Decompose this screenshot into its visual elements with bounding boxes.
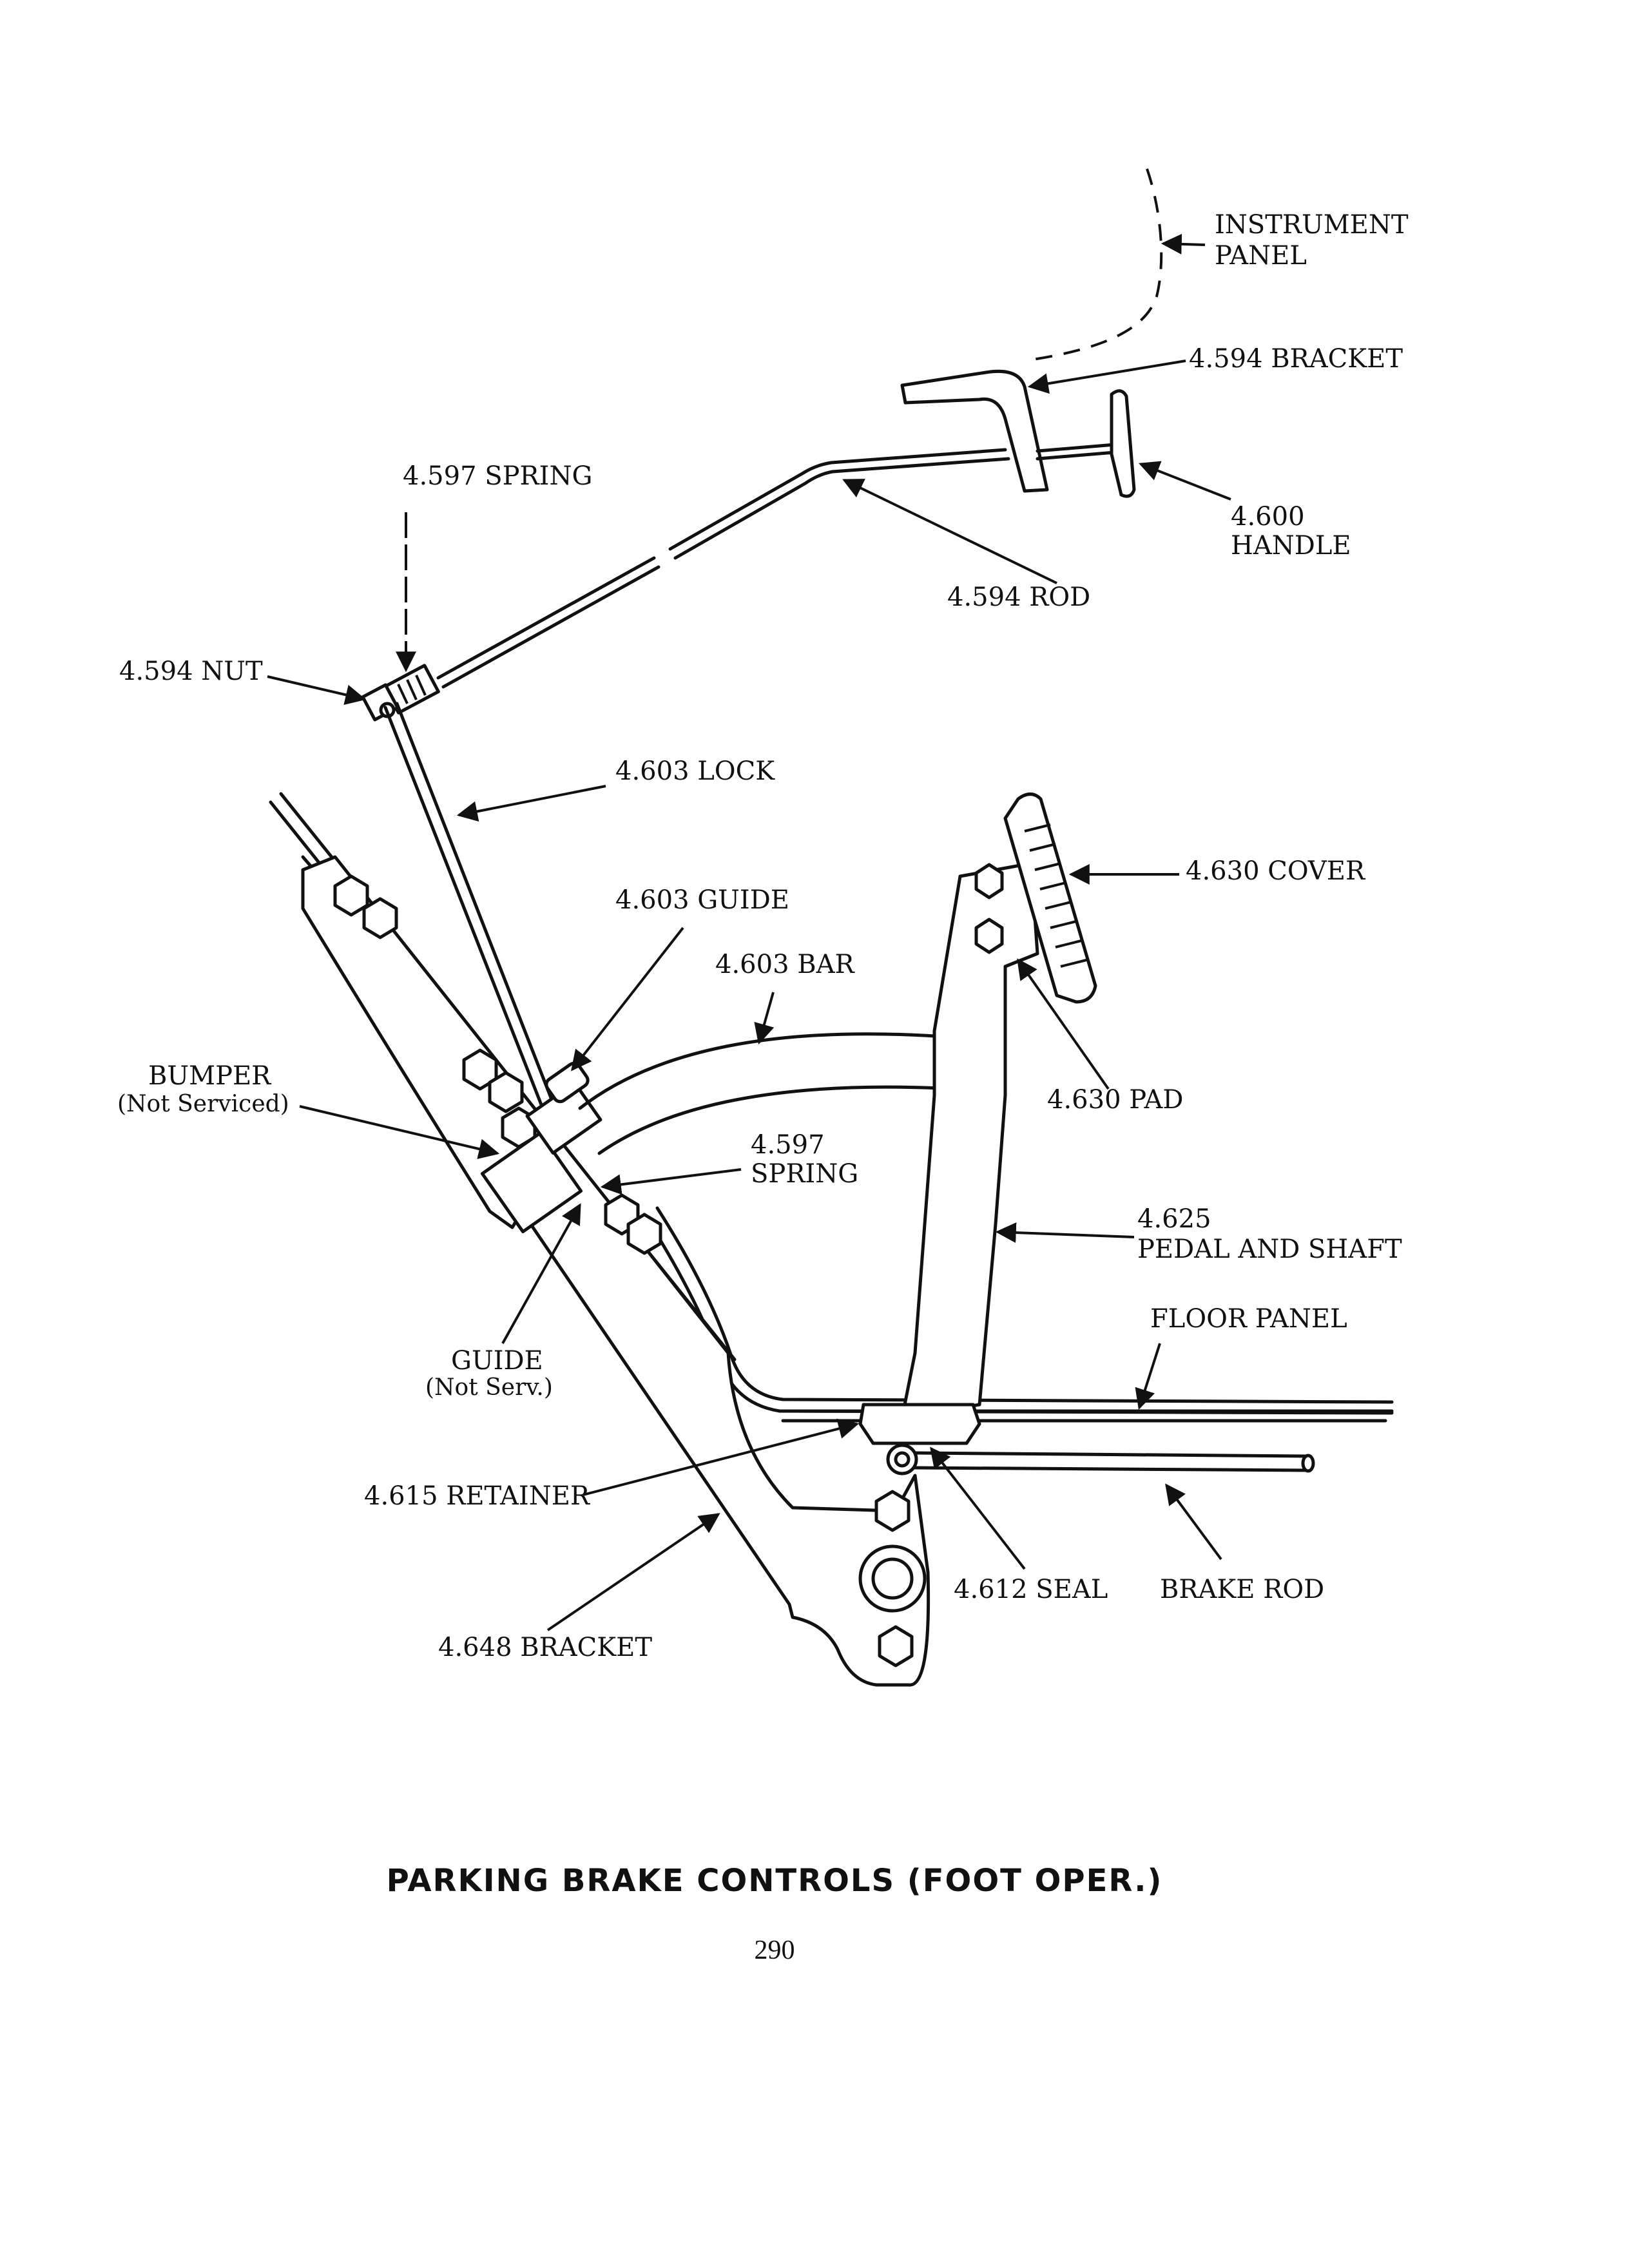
pedal-bolts — [974, 863, 1004, 954]
pedal-pad-4630-shape — [1003, 793, 1097, 1004]
label-instrument-panel-2: PANEL — [1215, 241, 1307, 271]
label-bumper-note: (Not Serviced) — [117, 1091, 289, 1117]
callout-labels: INSTRUMENT PANEL 4.594 BRACKET 4.600 HAN… — [117, 210, 1409, 1662]
label-bar-4603: 4.603 BAR — [715, 950, 856, 979]
handle-4600-shape — [1036, 389, 1136, 498]
bracket-4594-shape — [900, 369, 1049, 493]
bracket-bolts — [333, 874, 927, 1667]
bumper-guide-block — [480, 1061, 602, 1234]
lock-4603-shape — [383, 702, 560, 1123]
pedal-shaft-4625-shape — [900, 861, 1039, 1419]
label-bracket-4648: 4.648 BRACKET — [438, 1633, 652, 1662]
label-handle-4600-name: HANDLE — [1231, 531, 1351, 561]
label-lock-4603: 4.603 LOCK — [615, 756, 775, 786]
label-bumper: BUMPER — [148, 1061, 272, 1091]
bracket-4648-shape — [301, 855, 930, 1687]
seal-brake-rod — [886, 1443, 1315, 1475]
label-guide-4603: 4.603 GUIDE — [615, 885, 789, 915]
label-cover-4630: 4.630 COVER — [1186, 856, 1366, 886]
drawing-artwork — [269, 168, 1394, 1687]
label-spring-4597-top: 4.597 SPRING — [403, 461, 592, 491]
instrument-panel-outline — [1024, 168, 1163, 362]
label-instrument-panel-1: INSTRUMENT — [1215, 210, 1409, 240]
label-brake-rod: BRAKE ROD — [1160, 1575, 1324, 1604]
label-spring-4597-mid-number: 4.597 — [751, 1130, 825, 1160]
retainer-4615-shape — [858, 1403, 981, 1445]
label-guide-not-serv-note: (Not Serv.) — [425, 1374, 553, 1401]
label-seal-4612: 4.612 SEAL — [954, 1575, 1108, 1604]
label-floor-panel: FLOOR PANEL — [1150, 1304, 1347, 1334]
label-retainer-4615: 4.615 RETAINER — [364, 1481, 591, 1511]
label-bracket-4594: 4.594 BRACKET — [1189, 344, 1403, 374]
figure-caption: PARKING BRAKE CONTROLS (FOOT OPER.) — [387, 1863, 1163, 1899]
label-handle-4600-number: 4.600 — [1231, 502, 1305, 532]
label-pedal-shaft-4625-name: PEDAL AND SHAFT — [1137, 1235, 1402, 1264]
label-pad-4630: 4.630 PAD — [1047, 1085, 1183, 1115]
label-nut-4594: 4.594 NUT — [119, 657, 263, 686]
page-number: 290 — [755, 1936, 795, 1965]
leader-lines — [267, 233, 1231, 1631]
rod-4594-shape — [436, 448, 1010, 689]
label-spring-4597-mid-name: SPRING — [751, 1159, 858, 1189]
label-rod-4594: 4.594 ROD — [947, 582, 1090, 612]
label-guide-not-serv: GUIDE — [451, 1346, 543, 1376]
label-pedal-shaft-4625-number: 4.625 — [1137, 1204, 1211, 1234]
